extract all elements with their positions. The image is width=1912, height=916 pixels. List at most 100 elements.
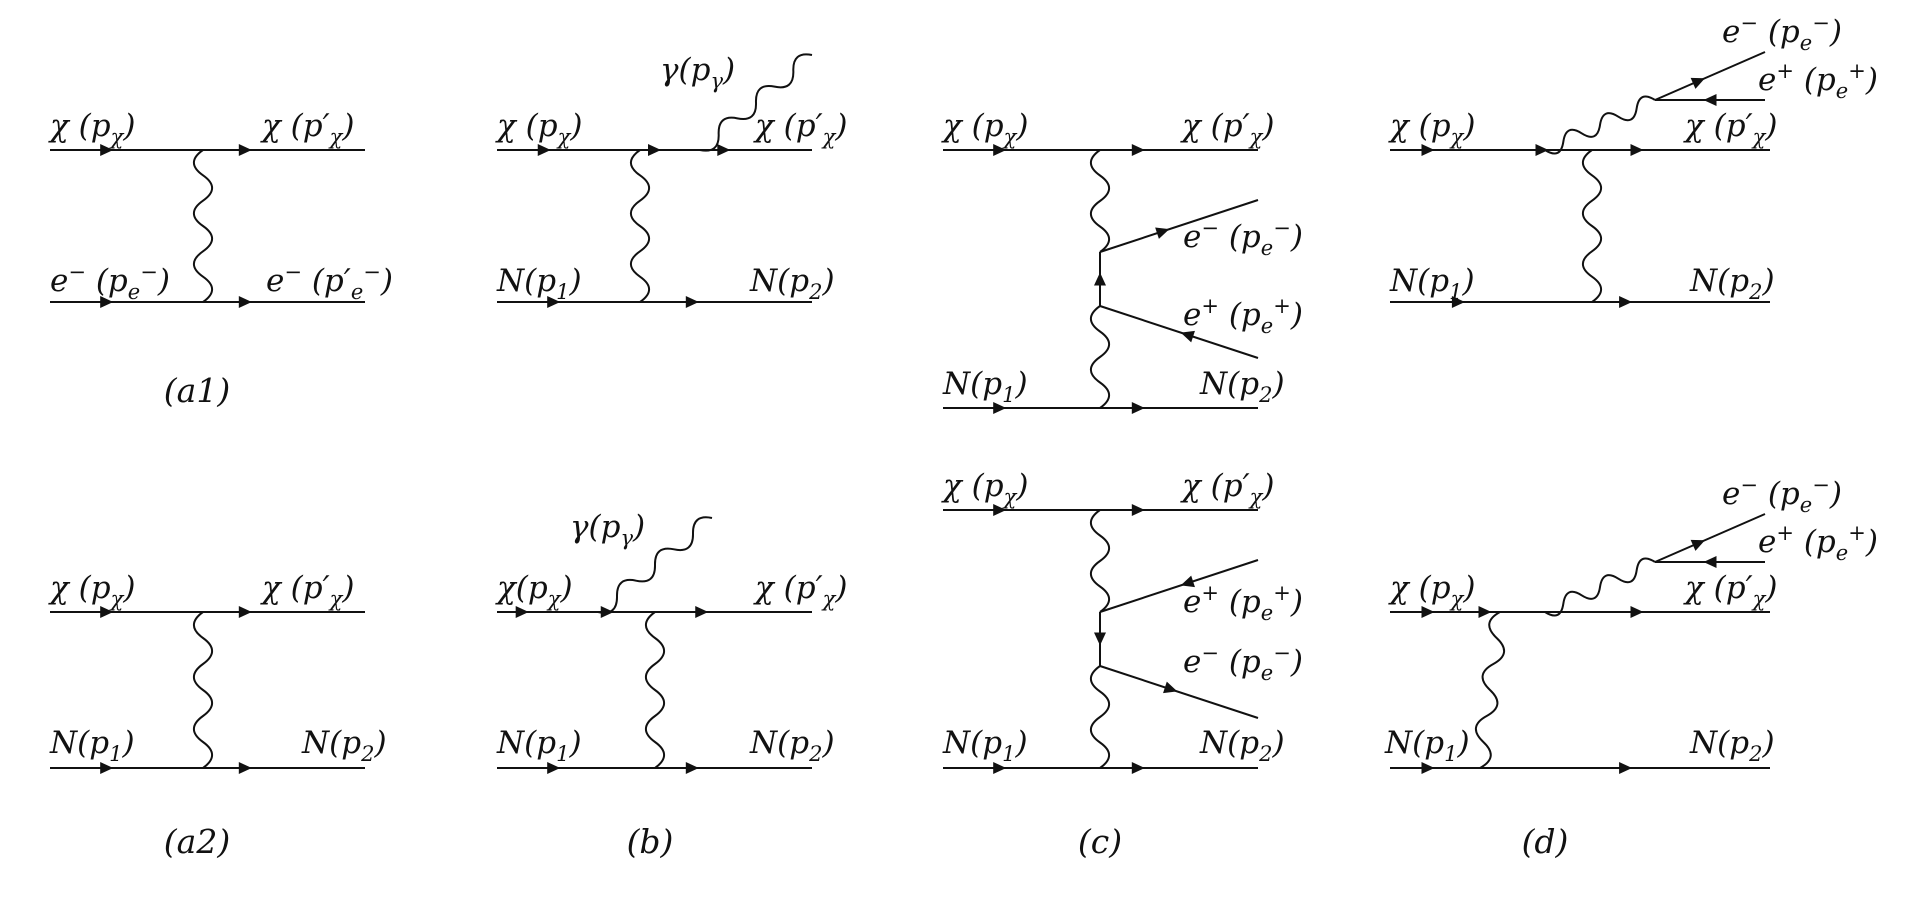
c2-label-e-minus: e− (pe−) xyxy=(1183,641,1303,685)
c1-internal-line-arrow xyxy=(1094,272,1106,286)
d1-exchange-photon xyxy=(1581,149,1603,303)
a2-N-in-arrow xyxy=(100,762,114,774)
d1-electron-line xyxy=(1654,51,1766,101)
d1-positron-line-arrow xyxy=(1703,94,1717,106)
a1-e-in-arrow xyxy=(100,296,114,308)
a1-chi-line-arrow xyxy=(238,144,252,156)
d2-exchange-photon xyxy=(1474,611,1506,769)
a2-label-chi-out: χ (p′χ) xyxy=(260,570,354,611)
b2-N-line-arrow xyxy=(685,762,699,774)
diagram-labels: χ (pχ) χ (p′χ) e− (pe−) e− (p′e−) (a1) χ (pχ)… xyxy=(48,11,1878,861)
c2-N-in-arrow xyxy=(993,762,1007,774)
a2-photon xyxy=(192,611,214,769)
b2-chi-mid-arrow xyxy=(600,606,614,618)
d2-emitted-photon xyxy=(1544,557,1656,617)
d1-N-in-arrow xyxy=(1451,296,1465,308)
c1-label-e-plus: e+ (pe+) xyxy=(1183,294,1303,338)
b1-label-N-out: N(p2) xyxy=(749,263,835,304)
c1-positron-line xyxy=(1099,305,1259,359)
d2-chi-line-arrow xyxy=(1630,606,1644,618)
a1-photon xyxy=(192,149,214,303)
b1-label-chi-out: χ (p′χ) xyxy=(753,108,847,149)
d2-N-in-arrow xyxy=(1421,762,1435,774)
d2-label-chi-out: χ (p′χ) xyxy=(1683,570,1777,611)
a2-label-N-out: N(p2) xyxy=(301,725,387,766)
d2-electron-line-arrow xyxy=(1690,539,1705,551)
c2-internal-line-arrow xyxy=(1094,632,1106,646)
d2-label-e-minus: e− (pe−) xyxy=(1722,473,1842,517)
diagram-lines xyxy=(50,51,1770,769)
a1-electron-line-arrow xyxy=(238,296,252,308)
d1-label-N-in: N(p1) xyxy=(1389,263,1475,304)
b2-label-N-out: N(p2) xyxy=(749,725,835,766)
c2-chi-in-arrow xyxy=(993,504,1007,516)
c1-electron-line xyxy=(1099,199,1259,253)
d1-label-e-plus: e+ (pe+) xyxy=(1758,59,1878,103)
c1-chi-line-arrow xyxy=(1131,144,1145,156)
b1-label-chi-in: χ (pχ) xyxy=(495,108,582,149)
c2-photon-upper xyxy=(1089,509,1111,613)
b2-emitted-photon xyxy=(597,516,713,614)
c1-label-chi-out: χ (p′χ) xyxy=(1180,108,1274,149)
c1-label-N-out: N(p2) xyxy=(1199,366,1285,407)
c1-label-N-in: N(p1) xyxy=(942,366,1028,407)
c1-N-in-arrow xyxy=(993,402,1007,414)
a2-label-N-in: N(p1) xyxy=(49,725,135,766)
caption-a2: (a2) xyxy=(164,822,230,861)
diagram-arrows xyxy=(100,77,1717,774)
b1-chi-in-arrow xyxy=(537,144,551,156)
a2-label-chi-in: χ (pχ) xyxy=(48,570,135,611)
a2-chi-in-arrow xyxy=(100,606,114,618)
c1-photon-lower xyxy=(1089,305,1111,409)
caption-b: (b) xyxy=(627,822,674,861)
d2-label-e-plus: e+ (pe+) xyxy=(1758,521,1878,565)
c2-label-chi-in: χ (pχ) xyxy=(941,468,1028,509)
a1-label-chi-in: χ (pχ) xyxy=(48,108,135,149)
a1-label-e-out: e− (p′e−) xyxy=(266,260,393,304)
d1-label-chi-in: χ (pχ) xyxy=(1388,108,1475,149)
a2-chi-line-arrow xyxy=(238,606,252,618)
d1-N-line-arrow xyxy=(1619,296,1633,308)
a1-chi-in-arrow xyxy=(100,144,114,156)
d2-label-chi-in: χ (pχ) xyxy=(1388,570,1475,611)
c2-label-e-plus: e+ (pe+) xyxy=(1183,581,1303,625)
d2-chi-in-arrow xyxy=(1421,606,1435,618)
b2-label-chi-in: χ(pχ) xyxy=(495,570,573,611)
c2-label-N-in: N(p1) xyxy=(942,725,1028,766)
c2-positron-line xyxy=(1099,559,1259,613)
b2-exchange-photon xyxy=(644,611,666,769)
b1-label-gamma: γ(pγ) xyxy=(660,52,735,93)
b2-chi-in-arrow xyxy=(515,606,529,618)
caption-d: (d) xyxy=(1522,822,1569,861)
c2-N-line-arrow xyxy=(1131,762,1145,774)
c1-N-line-arrow xyxy=(1131,402,1145,414)
d2-label-N-out: N(p2) xyxy=(1689,725,1775,766)
c1-label-chi-in: χ (pχ) xyxy=(941,108,1028,149)
c1-label-e-minus: e− (pe−) xyxy=(1183,216,1303,260)
c2-positron-line-arrow xyxy=(1180,575,1195,588)
b2-label-chi-out: χ (p′χ) xyxy=(753,570,847,611)
c2-label-chi-out: χ (p′χ) xyxy=(1180,468,1274,509)
d2-chi-mid-arrow xyxy=(1478,606,1492,618)
c2-photon-lower xyxy=(1089,665,1111,769)
d1-chi-line-arrow xyxy=(1630,144,1644,156)
d2-electron-line xyxy=(1654,513,1766,563)
d1-emitted-photon xyxy=(1544,95,1656,155)
d1-label-N-out: N(p2) xyxy=(1689,263,1775,304)
c1-positron-line-arrow xyxy=(1180,330,1195,343)
b1-exchange-photon xyxy=(629,149,651,303)
d1-chi-in-arrow xyxy=(1421,144,1435,156)
d1-label-e-minus: e− (pe−) xyxy=(1722,11,1842,55)
b1-label-N-in: N(p1) xyxy=(496,263,582,304)
b2-chi-line-arrow xyxy=(695,606,709,618)
b1-chi-out-arrow xyxy=(717,144,731,156)
c2-electron-line xyxy=(1099,665,1259,719)
d2-positron-line-arrow xyxy=(1703,556,1717,568)
b2-label-N-in: N(p1) xyxy=(496,725,582,766)
caption-c: (c) xyxy=(1078,822,1122,861)
b1-N-in-arrow xyxy=(547,296,561,308)
b1-emitted-photon xyxy=(699,53,813,152)
c2-electron-line-arrow xyxy=(1163,681,1178,694)
a1-label-chi-out: χ (p′χ) xyxy=(260,108,354,149)
caption-a1: (a1) xyxy=(164,371,230,410)
